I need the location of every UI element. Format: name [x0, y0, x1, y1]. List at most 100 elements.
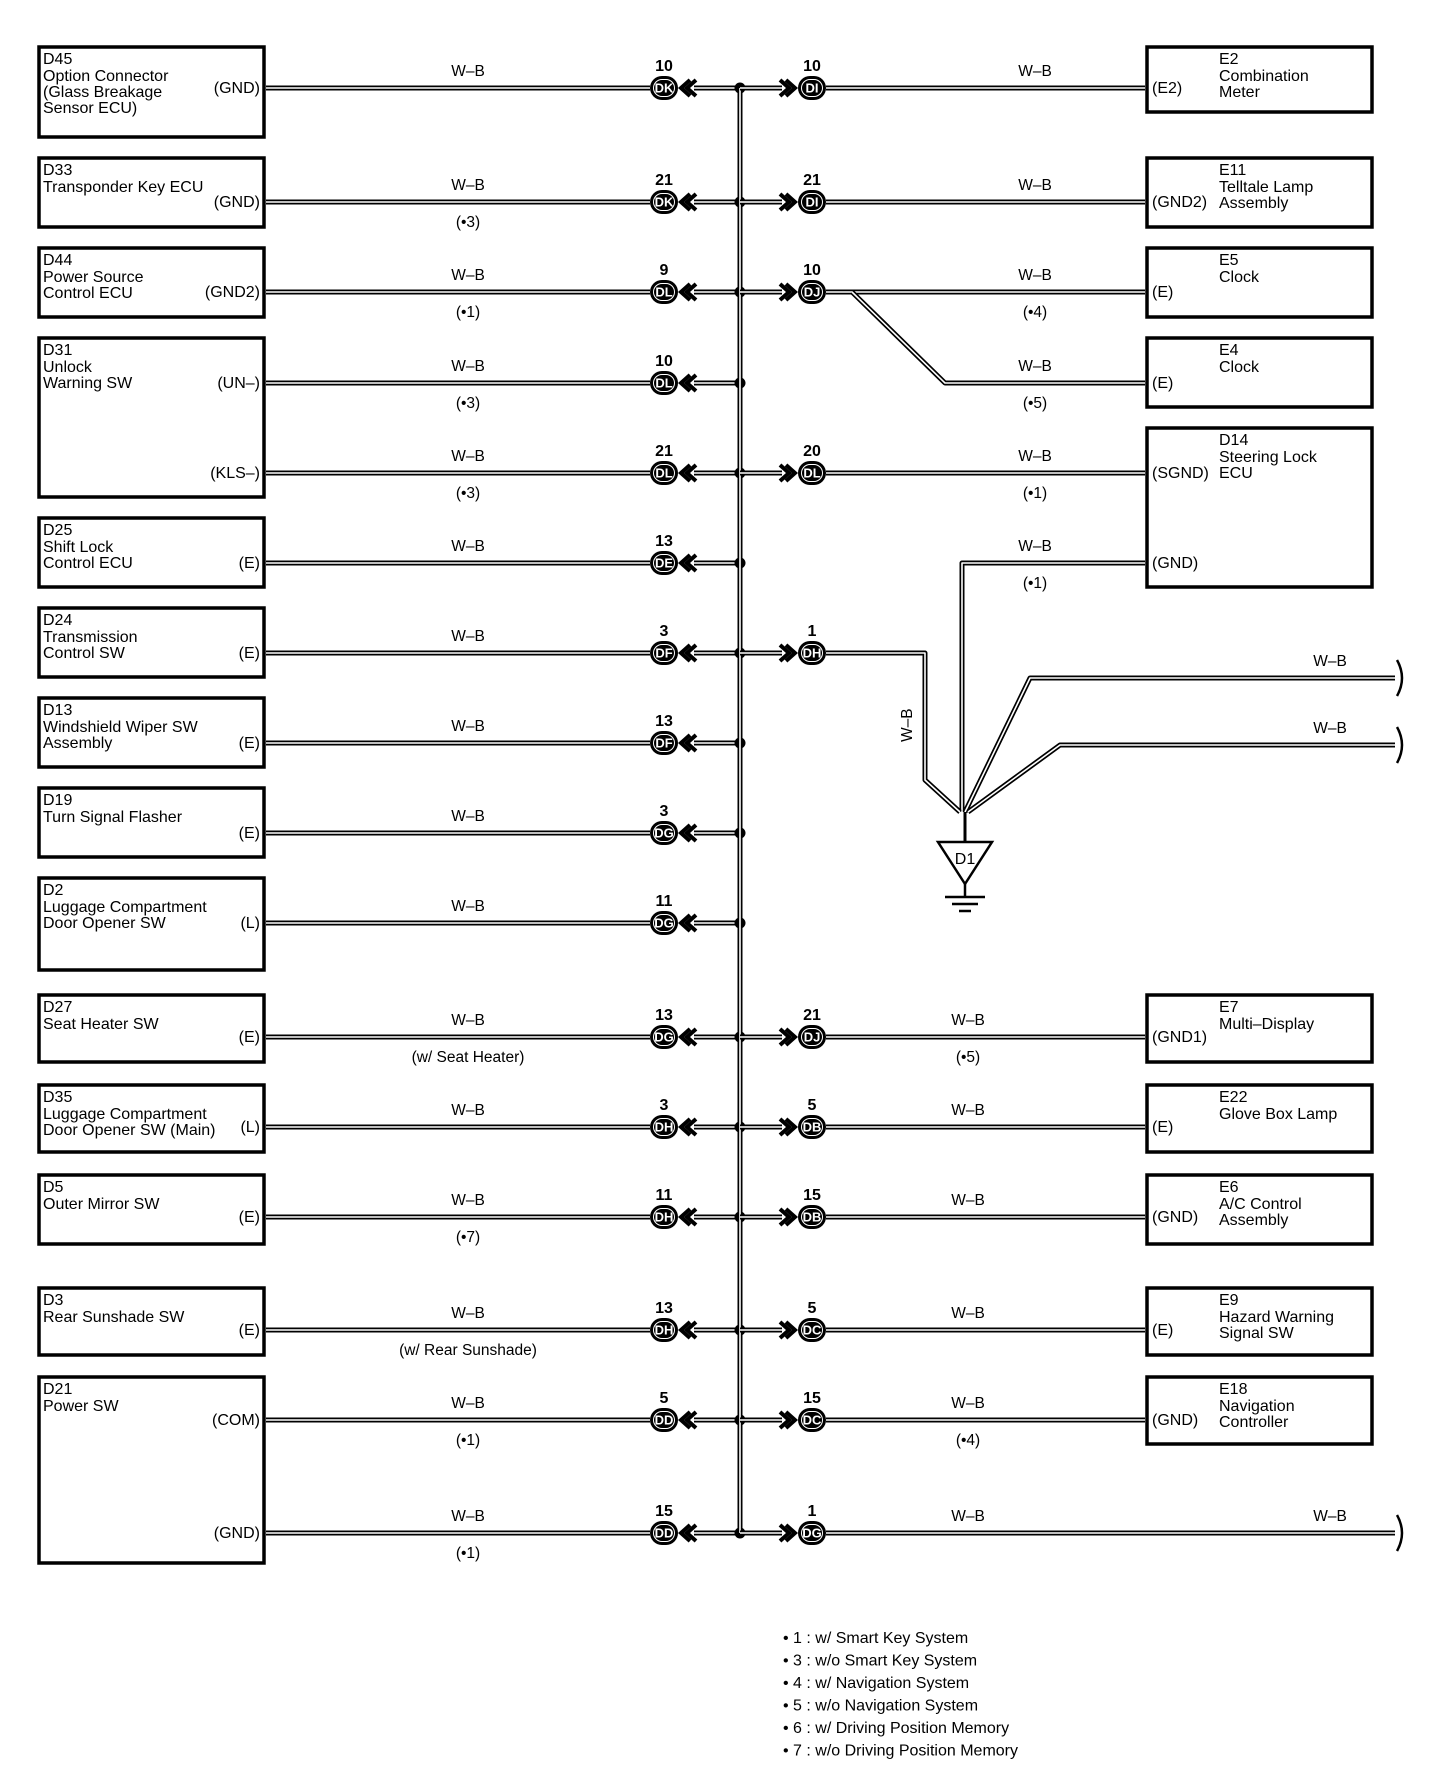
connector-dk: DK — [650, 76, 698, 100]
connector-code: DB — [803, 1120, 822, 1135]
chevron-icon — [677, 733, 692, 753]
connector-fill — [802, 1209, 822, 1225]
terminal-label: (E) — [239, 1209, 260, 1226]
wire-color-label: W–B — [451, 1508, 485, 1525]
component-name: Shift Lock — [43, 539, 114, 556]
chevron-icon — [677, 553, 692, 573]
connector-di: DI — [778, 76, 826, 100]
chevron-icon — [778, 1320, 793, 1340]
component-box — [1145, 1375, 1374, 1446]
component-name: Option Connector — [43, 68, 169, 85]
legend-item: • 4 : w/ Navigation System — [783, 1675, 969, 1692]
terminal-label: (GND2) — [1152, 194, 1207, 211]
terminal-label: (L) — [240, 915, 260, 932]
pin-number: 5 — [808, 1097, 817, 1114]
connector-dg: DG — [778, 1521, 826, 1545]
pin-number: 5 — [808, 1300, 817, 1317]
pin-number: 3 — [660, 1097, 669, 1114]
connector-fill — [654, 1525, 674, 1541]
terminal-label: (GND1) — [1152, 1029, 1207, 1046]
wire-note: (•5) — [956, 1049, 980, 1066]
connector-dl: DL — [650, 461, 698, 485]
connector-de: DE — [650, 551, 698, 575]
component-code: D45 — [43, 51, 72, 68]
connector-dl: DL — [650, 371, 698, 395]
wire-color-label: W–B — [451, 1012, 485, 1029]
chevron-icon — [784, 78, 799, 98]
pin-number: 21 — [803, 1007, 821, 1024]
wire-color-label: W–B — [451, 63, 485, 80]
component-name: Steering Lock — [1219, 449, 1318, 466]
connector-dc: DC — [778, 1408, 826, 1432]
connector-di: DI — [778, 190, 826, 214]
component-name: Door Opener SW (Main) — [43, 1122, 216, 1139]
connector-dh: DH — [650, 1318, 698, 1342]
chevron-icon — [683, 1320, 698, 1340]
chevron-icon — [677, 1117, 692, 1137]
component-box — [37, 156, 266, 229]
component-name: Outer Mirror SW — [43, 1196, 160, 1213]
component-name: Sensor ECU) — [43, 100, 137, 117]
wire-color-label: W–B — [451, 358, 485, 375]
connector-code: DJ — [804, 285, 821, 300]
chevron-icon — [677, 823, 692, 843]
connector-code: DC — [803, 1413, 822, 1428]
chevron-icon — [683, 1523, 698, 1543]
connector-code: DH — [655, 1210, 674, 1225]
wire-note: (•1) — [456, 304, 480, 321]
terminal-label: (SGND) — [1152, 465, 1209, 482]
component-box — [37, 1286, 266, 1357]
component-name: Rear Sunshade SW — [43, 1309, 185, 1326]
pin-number: 21 — [655, 443, 673, 460]
component-code: D35 — [43, 1089, 72, 1106]
terminal-label: (GND) — [214, 1525, 260, 1542]
chevron-icon — [778, 1523, 793, 1543]
component-name: Warning SW — [43, 375, 133, 392]
connector-code: DD — [655, 1526, 674, 1541]
terminal-label: (E) — [239, 825, 260, 842]
chevron-icon — [677, 78, 692, 98]
connector-dh: DH — [778, 641, 826, 665]
chevron-icon — [683, 823, 698, 843]
wire-d14-gnd-core — [961, 562, 1145, 812]
connector-code: DL — [655, 285, 672, 300]
wire-note: (•1) — [456, 1432, 480, 1449]
wire-color-label: W–B — [951, 1102, 985, 1119]
terminal-label: (E) — [1152, 1119, 1173, 1136]
connector-dg: DG — [650, 911, 698, 935]
connector-dk: DK — [650, 190, 698, 214]
pin-number: 20 — [803, 443, 821, 460]
connector-dl: DL — [650, 280, 698, 304]
connector-db: DB — [778, 1205, 826, 1229]
terminal-label: (GND) — [214, 80, 260, 97]
component-box — [1145, 45, 1374, 114]
connector-dg: DG — [650, 1025, 698, 1049]
component-name: Control SW — [43, 645, 126, 662]
wire-color-label: W–B — [451, 177, 485, 194]
wire-color-label: W–B — [951, 1508, 985, 1525]
wire-note: (•1) — [1023, 575, 1047, 592]
component-name: A/C Control — [1219, 1196, 1302, 1213]
wire-color-label: W–B — [1313, 720, 1347, 737]
chevron-icon — [683, 1207, 698, 1227]
pin-number: 5 — [660, 1390, 669, 1407]
pin-number: 10 — [803, 58, 821, 75]
component-box — [37, 1083, 266, 1154]
wire-d14-gnd — [959, 560, 1145, 812]
wire-color-label: W–B — [451, 1192, 485, 1209]
break-mark-icon — [1395, 659, 1404, 697]
connector-fill — [654, 645, 674, 661]
connector-fill — [802, 1322, 822, 1338]
wire-note: (•3) — [456, 214, 480, 231]
chevron-icon — [778, 1027, 793, 1047]
component-box — [1145, 426, 1374, 589]
wire-color-label: W–B — [451, 628, 485, 645]
